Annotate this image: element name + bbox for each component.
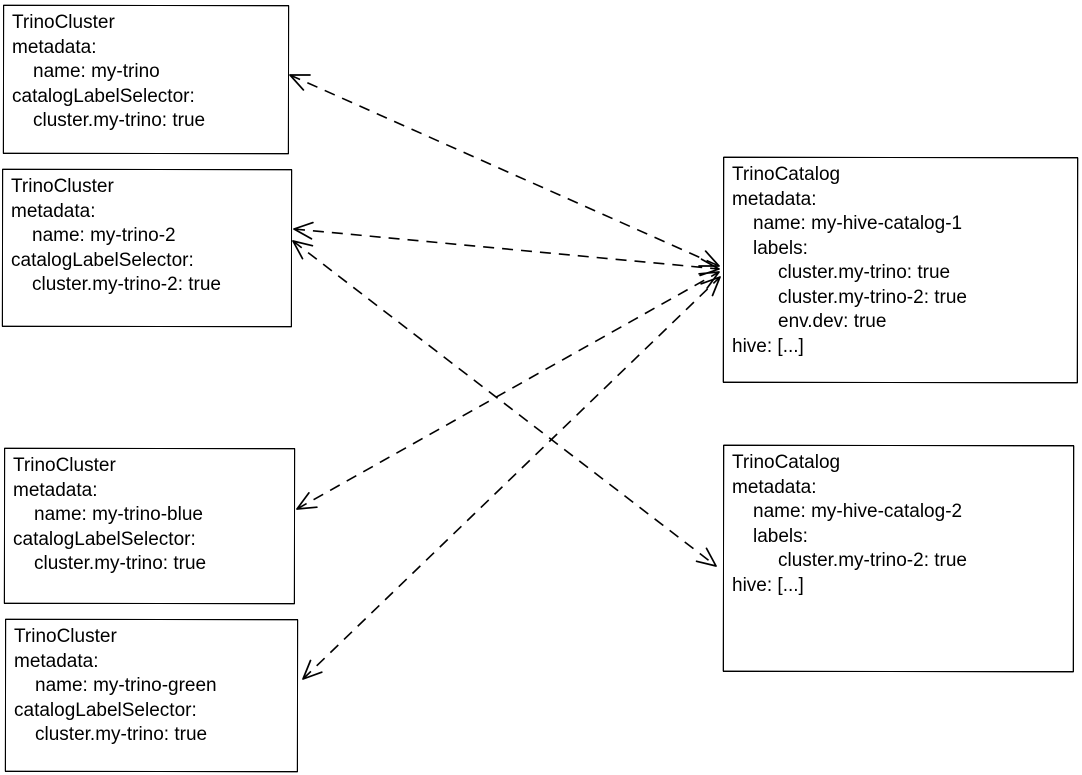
edge-my-trino-2--my-hive-catalog-1 (293, 228, 720, 270)
node-line: metadata: (13, 479, 98, 501)
node-line: name: my-trino-blue (34, 504, 203, 525)
edge-arrowheads-my-trino-green--my-hive-catalog-1 (302, 276, 721, 680)
edge-my-trino-blue--my-hive-catalog-1 (296, 271, 720, 510)
node-line: cluster.my-trino: true (33, 110, 206, 131)
node-line: name: my-trino (33, 61, 160, 82)
node-line: cluster.my-trino-2: true (778, 550, 967, 571)
node-line: catalogLabelSelector: (13, 528, 196, 550)
node-line: metadata: (732, 476, 817, 498)
node-line: metadata: (14, 650, 99, 672)
node-trinocluster-my-trino: TrinoCluster metadata: name: my-trino catal… (3, 5, 289, 154)
edge-my-trino--my-hive-catalog-1 (289, 74, 720, 267)
node-line: labels: (753, 525, 808, 547)
node-line: name: my-hive-catalog-1 (753, 213, 963, 234)
node-line: cluster.my-trino: true (34, 553, 207, 574)
node-line: TrinoCluster (12, 12, 115, 33)
node-line: hive: [...] (732, 335, 804, 357)
node-line: catalogLabelSelector: (11, 249, 194, 271)
node-line: metadata: (11, 200, 96, 222)
node-line: name: my-trino-green (35, 675, 217, 696)
edge-my-trino-green--my-hive-catalog-1 (302, 276, 721, 680)
node-line: catalogLabelSelector: (14, 699, 197, 721)
node-line: metadata: (12, 36, 97, 58)
node-line: TrinoCluster (11, 176, 114, 197)
node-line: name: my-trino-2 (32, 225, 176, 246)
edge-arrowheads-my-trino-2--my-hive-catalog-2 (292, 240, 717, 567)
node-line: hive: [...] (732, 574, 804, 596)
node-line: TrinoCluster (13, 455, 116, 476)
edge-arrowheads-my-trino-blue--my-hive-catalog-1 (296, 271, 720, 510)
node-trinocatalog-my-hive-catalog-2: TrinoCatalog metadata: name: my-hive-catal… (723, 445, 1074, 672)
node-line: labels: (753, 237, 808, 259)
node-trinocluster-my-trino-blue: TrinoCluster metadata: name: my-trino-blue… (4, 448, 295, 604)
node-line: TrinoCluster (14, 626, 117, 647)
node-line: name: my-hive-catalog-2 (753, 501, 963, 522)
node-line: cluster.my-trino: true (35, 724, 208, 745)
edge-my-trino-2--my-hive-catalog-2 (292, 240, 717, 567)
edge-arrowheads-my-trino--my-hive-catalog-1 (289, 74, 720, 267)
node-line: cluster.my-trino-2: true (32, 274, 221, 295)
node-line: TrinoCatalog (732, 452, 841, 473)
node-trinocluster-my-trino-2: TrinoCluster metadata: name: my-trino-2 cat… (2, 169, 292, 327)
node-line: cluster.my-trino: true (778, 262, 951, 283)
node-trinocluster-my-trino-green: TrinoCluster metadata: name: my-trino-gree… (5, 619, 298, 772)
node-trinocatalog-my-hive-catalog-1: TrinoCatalog metadata: name: my-hive-catal… (723, 157, 1078, 383)
node-line: env.dev: true (778, 311, 887, 332)
node-line: TrinoCatalog (732, 164, 841, 185)
node-line: cluster.my-trino-2: true (778, 286, 967, 308)
node-line: catalogLabelSelector: (12, 85, 195, 107)
node-line: metadata: (732, 188, 817, 210)
